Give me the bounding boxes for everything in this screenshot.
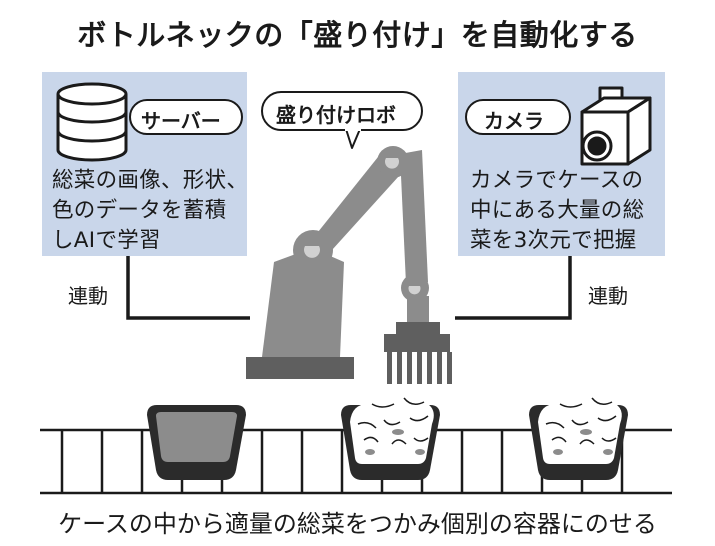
server-robot-connector — [126, 256, 250, 320]
empty-container — [147, 405, 246, 480]
diagram-caption: ケースの中から適量の総菜をつかみ個別の容器にのせる — [58, 510, 657, 538]
robot-label-bubble — [261, 91, 423, 149]
camera-description-line-2: 中にある大量の総 — [470, 198, 645, 223]
camera-label: カメラ — [484, 109, 544, 133]
camera-description-line-1: カメラでケースの — [470, 168, 644, 193]
database-icon — [56, 82, 128, 162]
robot-arm-icon — [246, 146, 452, 384]
diagram-title: ボトルネックの「盛り付け」を自動化する — [77, 18, 638, 52]
camera-description-line-3: 菜を3次元で把握 — [470, 228, 637, 253]
right-link-label: 連動 — [588, 284, 628, 308]
server-label-pill — [129, 99, 243, 135]
left-link-label: 連動 — [68, 284, 108, 308]
server-description-line-2: 色のデータを蓄積 — [52, 198, 227, 223]
filled-container-1 — [341, 394, 440, 480]
camera-icon — [580, 86, 652, 166]
server-description-line-1: 総菜の画像、形状、 — [52, 168, 249, 193]
camera-robot-connector — [455, 256, 572, 320]
camera-label-pill — [465, 99, 571, 135]
server-description-line-3: しAIで学習 — [52, 228, 161, 253]
filled-container-2 — [529, 394, 628, 480]
server-label: サーバー — [141, 109, 221, 133]
robot-label: 盛り付けロボ — [276, 103, 396, 127]
